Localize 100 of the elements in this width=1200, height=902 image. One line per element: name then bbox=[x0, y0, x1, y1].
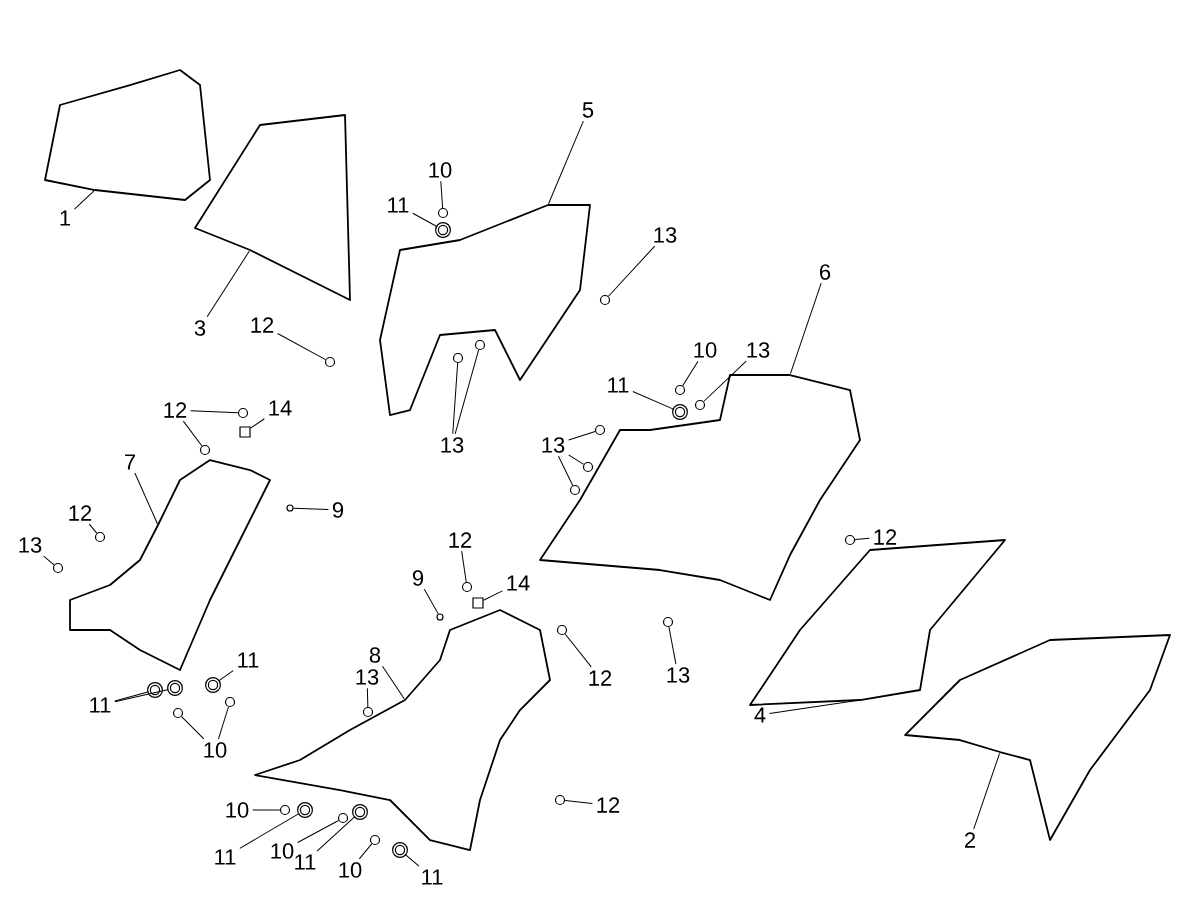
callout-number: 9 bbox=[332, 502, 344, 518]
leader-line bbox=[973, 752, 1001, 830]
screw-drawing bbox=[362, 706, 374, 718]
callout-number: 13 bbox=[356, 669, 379, 685]
callout-number: 13 bbox=[19, 537, 42, 553]
callout-number: 12 bbox=[69, 505, 92, 521]
callout-number: 13 bbox=[542, 437, 565, 453]
washer-drawing bbox=[435, 222, 451, 238]
leader-line bbox=[440, 180, 444, 209]
leader-line bbox=[366, 687, 369, 708]
callout-number: 7 bbox=[125, 454, 135, 470]
leader-line bbox=[607, 245, 656, 297]
callout-number: 10 bbox=[694, 342, 717, 358]
screw-drawing bbox=[324, 356, 336, 368]
callout-number: 11 bbox=[388, 197, 409, 213]
washer-drawing bbox=[297, 802, 313, 818]
leader-line bbox=[43, 555, 55, 566]
screw-drawing bbox=[437, 207, 449, 219]
leader-line bbox=[297, 819, 339, 844]
fairing-drawing bbox=[44, 69, 211, 201]
washer-drawing bbox=[352, 804, 368, 820]
callout-number: 12 bbox=[164, 402, 187, 418]
leader-line bbox=[250, 418, 265, 429]
leader-line bbox=[218, 706, 229, 740]
callout-number: 8 bbox=[369, 647, 381, 663]
leader-line bbox=[252, 809, 281, 811]
screw-drawing bbox=[662, 616, 674, 628]
washer-drawing bbox=[205, 677, 221, 693]
leader-line bbox=[789, 282, 822, 375]
leader-line bbox=[88, 523, 98, 534]
callout-number: 3 bbox=[194, 320, 206, 336]
nut-drawing bbox=[472, 597, 484, 609]
washer-drawing bbox=[167, 680, 183, 696]
callout-number: 5 bbox=[582, 102, 594, 118]
callout-number: 11 bbox=[422, 869, 443, 885]
callout-number: 10 bbox=[429, 162, 452, 178]
screw-drawing bbox=[279, 804, 291, 816]
screw-drawing bbox=[554, 794, 566, 806]
nut-drawing bbox=[239, 426, 251, 438]
leader-line bbox=[461, 550, 467, 583]
leader-line bbox=[358, 843, 373, 860]
screw-drawing bbox=[461, 581, 473, 593]
leader-line bbox=[74, 190, 95, 210]
callout-number: 9 bbox=[412, 570, 424, 586]
callout-number: 13 bbox=[667, 667, 690, 683]
screw-drawing bbox=[337, 812, 349, 824]
leader-line bbox=[854, 537, 870, 541]
callout-number: 10 bbox=[226, 802, 249, 818]
callout-number: 11 bbox=[238, 652, 259, 668]
screw-drawing bbox=[237, 407, 249, 419]
screw-drawing bbox=[594, 424, 606, 436]
callout-number: 10 bbox=[271, 843, 294, 859]
callout-number: 2 bbox=[965, 832, 975, 848]
callout-number: 10 bbox=[339, 862, 362, 878]
callout-number: 12 bbox=[251, 317, 274, 333]
leader-line bbox=[769, 699, 860, 715]
leader-line bbox=[568, 431, 596, 441]
washer-drawing bbox=[392, 842, 408, 858]
callout-number: 1 bbox=[60, 210, 71, 226]
callout-number: 6 bbox=[820, 264, 831, 280]
callout-number: 4 bbox=[754, 707, 766, 723]
leader-line bbox=[483, 590, 503, 601]
pin-drawing bbox=[436, 613, 444, 621]
leader-line bbox=[293, 507, 329, 511]
screw-drawing bbox=[224, 696, 236, 708]
pin-drawing bbox=[286, 504, 294, 512]
leader-line bbox=[114, 691, 150, 702]
callout-number: 13 bbox=[441, 437, 464, 453]
leader-line bbox=[564, 633, 592, 668]
callout-number: 14 bbox=[507, 575, 530, 591]
callout-number: 10 bbox=[204, 742, 227, 758]
leader-line bbox=[190, 410, 239, 414]
screw-drawing bbox=[599, 294, 611, 306]
washer-drawing bbox=[147, 682, 163, 698]
leader-line bbox=[703, 360, 747, 402]
leader-line bbox=[316, 815, 356, 852]
leader-line bbox=[134, 472, 158, 525]
callout-number: 12 bbox=[589, 670, 612, 686]
leader-line bbox=[404, 853, 420, 867]
leader-line bbox=[277, 333, 326, 361]
leader-line bbox=[564, 800, 593, 804]
callout-number: 13 bbox=[747, 342, 770, 358]
callout-number: 14 bbox=[269, 400, 292, 416]
leader-line bbox=[632, 390, 675, 410]
leader-line bbox=[423, 588, 439, 615]
screw-drawing bbox=[556, 624, 568, 636]
screw-drawing bbox=[52, 562, 64, 574]
screw-drawing bbox=[474, 339, 486, 351]
screw-drawing bbox=[172, 707, 184, 719]
leader-line bbox=[381, 665, 405, 700]
screw-drawing bbox=[569, 484, 581, 496]
leader-line bbox=[206, 250, 250, 318]
leader-line bbox=[454, 349, 480, 435]
leader-line bbox=[217, 670, 234, 682]
leader-line bbox=[452, 362, 459, 435]
screw-drawing bbox=[694, 399, 706, 411]
fairing-drawing bbox=[539, 374, 861, 601]
callout-number: 11 bbox=[90, 697, 111, 713]
callout-number: 11 bbox=[295, 854, 316, 870]
fairing-drawing bbox=[194, 114, 351, 301]
